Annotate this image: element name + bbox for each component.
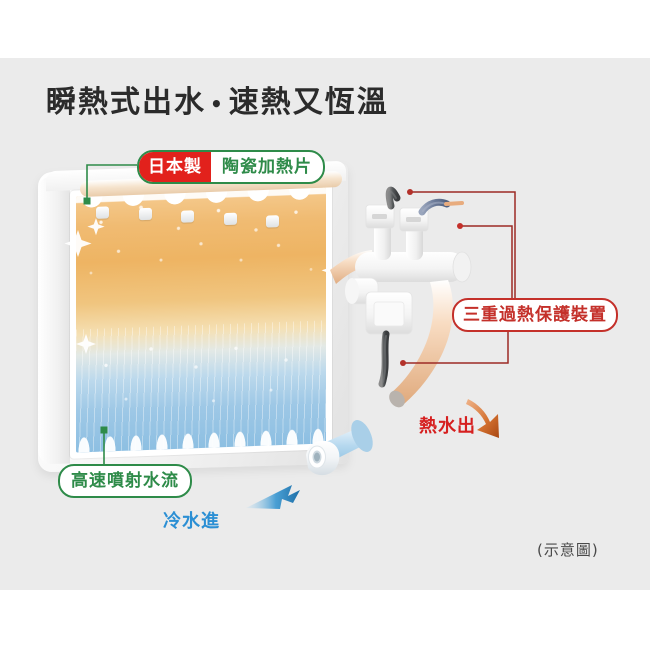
cold-water-inlet-pipe bbox=[306, 420, 373, 476]
thermal-switch-left bbox=[365, 204, 395, 229]
valve-body-cap bbox=[452, 251, 472, 283]
page-title: 瞬熱式出水•速熱又恆溫 bbox=[46, 88, 389, 118]
sensor-wire-tip bbox=[444, 201, 464, 206]
page-title-part1: 瞬熱式出水 bbox=[46, 85, 206, 120]
jet-flow-label: 高速噴射水流 bbox=[71, 470, 179, 491]
cold-water-arrow-icon bbox=[246, 485, 300, 509]
hot-water-outlet-label: 熱水出 bbox=[419, 416, 476, 437]
callout-jet-flow[interactable]: 高速噴射水流 bbox=[58, 464, 192, 498]
callout-ceramic-heater[interactable]: 日本製 陶瓷加熱片 bbox=[137, 150, 325, 184]
triple-protection-label: 三重過熱保護裝置 bbox=[463, 304, 607, 325]
ceramic-heater-label: 陶瓷加熱片 bbox=[222, 156, 312, 177]
valve-stem-left bbox=[374, 220, 391, 260]
outlet-pipe-cap bbox=[389, 390, 405, 408]
callout-triple-protection[interactable]: 三重過熱保護裝置 bbox=[452, 298, 618, 332]
valve-bracket bbox=[365, 291, 413, 335]
hot-water-arrow-icon bbox=[466, 399, 499, 438]
made-in-japan-badge: 日本製 bbox=[139, 152, 211, 182]
illustration-note: (示意圖) bbox=[537, 541, 599, 559]
page-title-separator: • bbox=[210, 91, 225, 116]
hot-water-outlet-pipe bbox=[390, 280, 453, 404]
cold-water-inlet-label: 冷水進 bbox=[163, 511, 220, 532]
page-title-part2: 速熱又恆溫 bbox=[228, 85, 389, 120]
